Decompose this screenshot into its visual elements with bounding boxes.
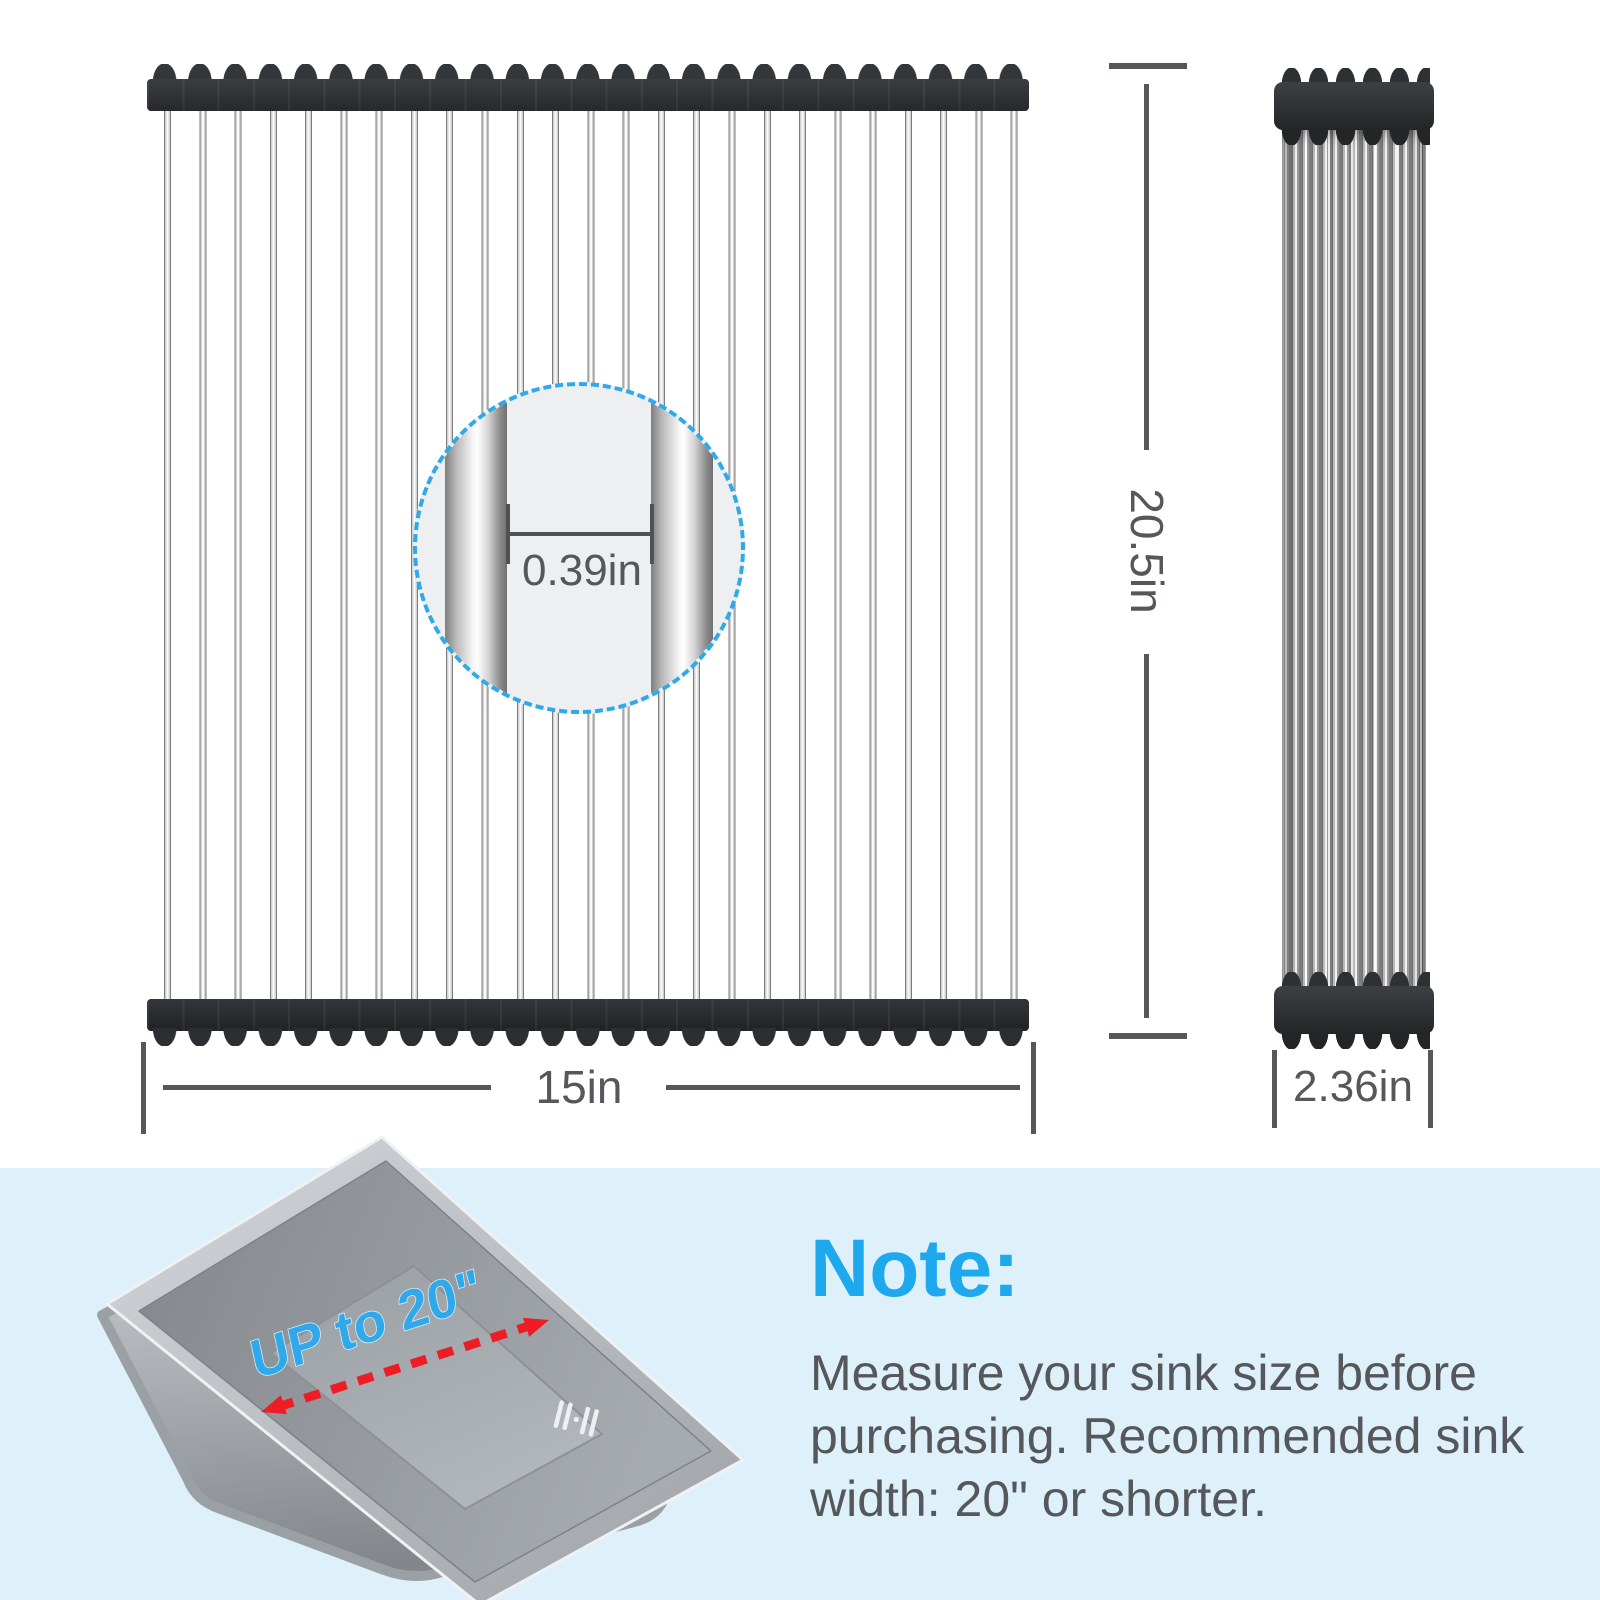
side-bottom-cap-body — [1274, 986, 1434, 1034]
height-dim-line-lower — [1144, 654, 1149, 1018]
width-dim-left-tick — [141, 1042, 146, 1134]
rack-bottom-silicone-bar — [147, 999, 1029, 1031]
rack-bottom-bar-texture — [147, 999, 1029, 1031]
magnified-rod-left — [445, 386, 507, 710]
side-top-cap-bumps-upper — [1278, 68, 1430, 85]
width-dim-line-left — [163, 1085, 491, 1090]
height-dim-top-tick — [1109, 63, 1187, 69]
rack-top-bar-texture — [147, 79, 1029, 111]
rack-front-view — [147, 64, 1029, 1046]
sink-graphic: UP to 20" — [97, 1135, 745, 1600]
depth-dim-left-tick — [1272, 1050, 1277, 1128]
rack-side-top-cap — [1274, 68, 1434, 146]
height-dim-label: 20.5in — [1121, 488, 1173, 614]
depth-dim-right-tick — [1428, 1050, 1433, 1128]
side-bottom-cap-bumps-lower — [1278, 1032, 1430, 1049]
width-dim-line-right — [666, 1085, 1020, 1090]
height-dim-bottom-tick — [1109, 1033, 1187, 1039]
sink-basin-floor — [270, 1265, 603, 1510]
rod-gap-magnifier-circle: 0.39in — [413, 382, 745, 714]
magnified-rod-right — [651, 386, 713, 710]
height-dim-line-upper — [1144, 84, 1149, 450]
sink-width-measure-line — [261, 1317, 549, 1415]
side-bottom-cap-bumps-upper — [1278, 972, 1430, 989]
width-dim-right-tick — [1031, 1042, 1036, 1134]
note-body: Measure your sink size before purchasing… — [810, 1345, 1525, 1527]
sink-illustration: UP to 20" — [40, 1100, 800, 1600]
sink-drain-icon — [553, 1400, 599, 1437]
rod-gap-dimension-line — [508, 532, 654, 536]
rack-bottom-cap-bumps — [147, 1028, 1029, 1046]
rack-side-view — [1274, 66, 1434, 1050]
rod-gap-label: 0.39in — [522, 546, 642, 595]
depth-dim-label: 2.36in — [1293, 1062, 1413, 1111]
width-dim-label: 15in — [535, 1061, 623, 1113]
rack-top-cap-bumps — [147, 64, 1029, 82]
side-top-cap-body — [1274, 82, 1434, 130]
rack-side-bottom-cap — [1274, 972, 1434, 1050]
rack-top-silicone-bar — [147, 79, 1029, 111]
rack-side-rod-bundle — [1282, 122, 1426, 1010]
side-top-cap-bumps-lower — [1278, 128, 1430, 145]
note-title: Note: — [810, 1223, 1020, 1314]
